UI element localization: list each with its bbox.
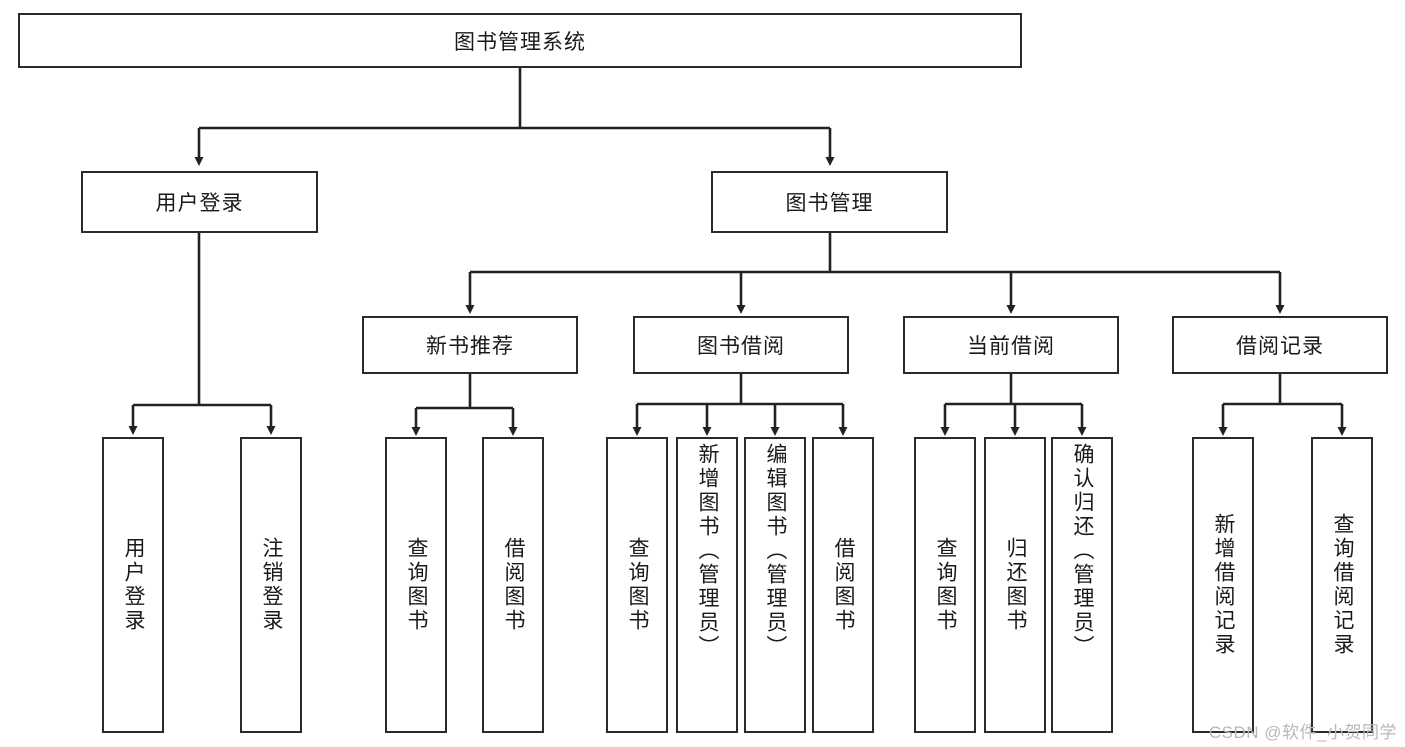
leaf-user-login[interactable]: 用户登录 [102,437,164,733]
node-book-borrow-label: 图书借阅 [697,335,785,358]
leaf-return-book[interactable]: 归还图书 [984,437,1046,733]
node-borrow-records[interactable]: 借阅记录 [1172,316,1388,374]
leaf-borrow-book[interactable]: 借阅图书 [812,437,874,733]
node-book-management-label: 图书管理 [785,192,874,215]
leaf-add-book-admin[interactable]: 新增图书（管理员） [676,437,738,733]
node-root[interactable]: 图书管理系统 [18,13,1022,68]
node-current-borrow[interactable]: 当前借阅 [903,316,1119,374]
node-borrow-records-label: 借阅记录 [1236,335,1324,358]
node-root-label: 图书管理系统 [454,30,586,54]
leaf-query-book-current[interactable]: 查询图书 [914,437,976,733]
leaf-query-borrow-record-label: 查询借阅记录 [1331,513,1355,657]
leaf-query-book-current-label: 查询图书 [934,537,958,633]
node-current-borrow-label: 当前借阅 [967,335,1055,358]
leaf-return-book-label: 归还图书 [1004,537,1028,633]
leaf-add-borrow-record[interactable]: 新增借阅记录 [1192,437,1254,733]
leaf-logout[interactable]: 注销登录 [240,437,302,733]
node-new-book-recommend[interactable]: 新书推荐 [362,316,578,374]
node-book-management[interactable]: 图书管理 [711,171,948,233]
leaf-confirm-return-admin[interactable]: 确认归还（管理员） [1051,437,1113,733]
node-new-book-recommend-label: 新书推荐 [426,335,514,358]
leaf-logout-label: 注销登录 [260,537,284,633]
leaf-edit-book-admin-label: 编辑图书（管理员） [764,443,788,659]
node-user-login[interactable]: 用户登录 [81,171,318,233]
leaf-query-book-borrow-label: 查询图书 [626,537,650,633]
leaf-query-borrow-record[interactable]: 查询借阅记录 [1311,437,1373,733]
leaf-edit-book-admin[interactable]: 编辑图书（管理员） [744,437,806,733]
leaf-borrow-book-recommend-label: 借阅图书 [502,537,526,633]
leaf-add-borrow-record-label: 新增借阅记录 [1212,513,1236,657]
leaf-query-book-recommend-label: 查询图书 [405,537,429,633]
leaf-query-book-recommend[interactable]: 查询图书 [385,437,447,733]
leaf-query-book-borrow[interactable]: 查询图书 [606,437,668,733]
leaf-add-book-admin-label: 新增图书（管理员） [696,443,720,659]
leaf-borrow-book-recommend[interactable]: 借阅图书 [482,437,544,733]
node-book-borrow[interactable]: 图书借阅 [633,316,849,374]
node-user-login-label: 用户登录 [155,192,244,215]
leaf-borrow-book-label: 借阅图书 [832,537,856,633]
watermark: CSDN @软件_小贺同学 [1208,723,1397,742]
leaf-confirm-return-admin-label: 确认归还（管理员） [1071,443,1095,659]
leaf-user-login-label: 用户登录 [122,537,146,633]
